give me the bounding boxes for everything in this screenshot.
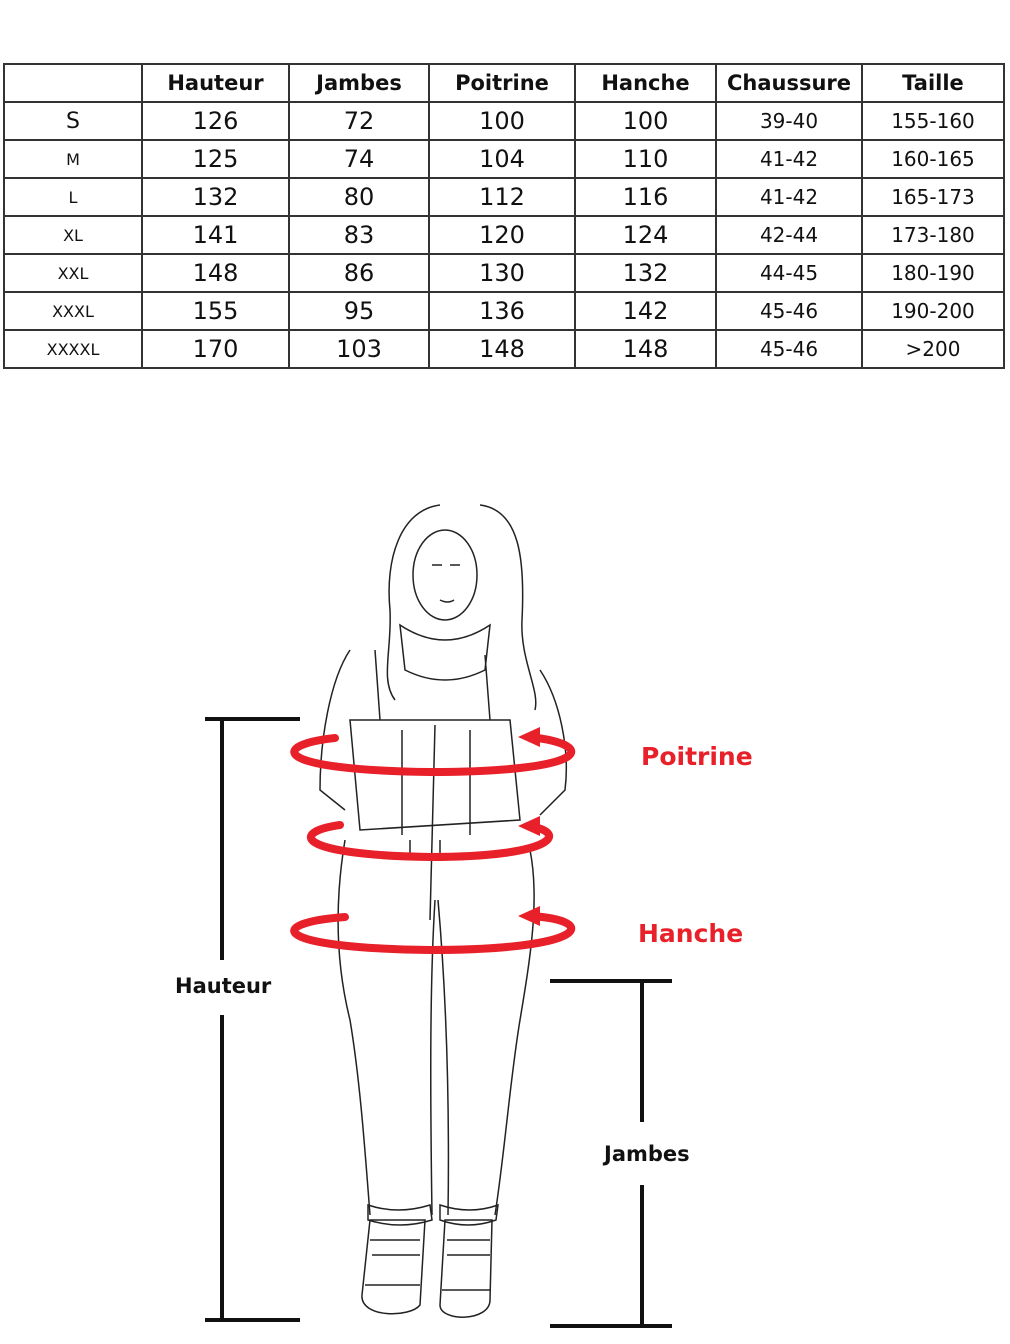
table-row: XXL 148 86 130 132 44-45 180-190 [3, 253, 1005, 293]
cell-taille: >200 [861, 329, 1005, 369]
figure-illustration [319, 504, 568, 1318]
cell-hanche: 148 [574, 329, 717, 369]
header-hanche: Hanche [574, 63, 717, 103]
table-row: XXXL 155 95 136 142 45-46 190-200 [3, 291, 1005, 331]
table-row: XXXXL 170 103 148 148 45-46 >200 [3, 329, 1005, 369]
cell-taille: 173-180 [861, 215, 1005, 255]
cell-poitrine: 148 [428, 329, 576, 369]
cell-poitrine: 120 [428, 215, 576, 255]
cell-taille: 190-200 [861, 291, 1005, 331]
cell-hanche: 124 [574, 215, 717, 255]
cell-jambes: 74 [288, 139, 430, 179]
cell-poitrine: 112 [428, 177, 576, 217]
cell-hanche: 116 [574, 177, 717, 217]
cell-chaussure: 39-40 [715, 101, 863, 141]
cell-hauteur: 126 [141, 101, 290, 141]
cell-hanche: 142 [574, 291, 717, 331]
cell-hauteur: 170 [141, 329, 290, 369]
measurement-rings [290, 727, 576, 955]
header-taille: Taille [861, 63, 1005, 103]
table-row: M 125 74 104 110 41-42 160-165 [3, 139, 1005, 179]
cell-size: XXXL [3, 291, 143, 331]
header-chaussure: Chaussure [715, 63, 863, 103]
table-row: S 126 72 100 100 39-40 155-160 [3, 101, 1005, 141]
cell-chaussure: 41-42 [715, 177, 863, 217]
header-jambes: Jambes [288, 63, 430, 103]
poitrine-ring [290, 733, 576, 777]
cell-jambes: 86 [288, 253, 430, 293]
cell-jambes: 72 [288, 101, 430, 141]
hanche-ring [290, 912, 576, 955]
cell-taille: 165-173 [861, 177, 1005, 217]
cell-taille: 160-165 [861, 139, 1005, 179]
cell-size: L [3, 177, 143, 217]
measurement-brackets [205, 717, 672, 1328]
label-hauteur: Hauteur [175, 974, 272, 998]
cell-size: S [3, 101, 143, 141]
label-hanche: Hanche [638, 919, 744, 948]
cell-chaussure: 42-44 [715, 215, 863, 255]
header-hauteur: Hauteur [141, 63, 290, 103]
table-row: XL 141 83 120 124 42-44 173-180 [3, 215, 1005, 255]
measurement-diagram: Poitrine Hanche Hauteur Jambes [0, 400, 1010, 1344]
cell-chaussure: 41-42 [715, 139, 863, 179]
cell-poitrine: 130 [428, 253, 576, 293]
header-size [3, 63, 143, 103]
cell-jambes: 83 [288, 215, 430, 255]
cell-hanche: 132 [574, 253, 717, 293]
table-row: L 132 80 112 116 41-42 165-173 [3, 177, 1005, 217]
cell-size: XL [3, 215, 143, 255]
cell-jambes: 103 [288, 329, 430, 369]
cell-hanche: 100 [574, 101, 717, 141]
waist-ring [307, 821, 554, 862]
table-header-row: Hauteur Jambes Poitrine Hanche Chaussure… [3, 63, 1005, 103]
label-jambes: Jambes [604, 1142, 690, 1166]
header-poitrine: Poitrine [428, 63, 576, 103]
cell-size: XXXXL [3, 329, 143, 369]
size-chart-table: Hauteur Jambes Poitrine Hanche Chaussure… [3, 63, 1005, 369]
cell-hauteur: 155 [141, 291, 290, 331]
cell-chaussure: 45-46 [715, 329, 863, 369]
cell-poitrine: 104 [428, 139, 576, 179]
cell-taille: 155-160 [861, 101, 1005, 141]
cell-hauteur: 125 [141, 139, 290, 179]
cell-poitrine: 136 [428, 291, 576, 331]
cell-jambes: 80 [288, 177, 430, 217]
cell-jambes: 95 [288, 291, 430, 331]
cell-size: XXL [3, 253, 143, 293]
cell-hauteur: 141 [141, 215, 290, 255]
cell-hauteur: 132 [141, 177, 290, 217]
label-poitrine: Poitrine [641, 742, 753, 771]
cell-hauteur: 148 [141, 253, 290, 293]
cell-chaussure: 45-46 [715, 291, 863, 331]
cell-hanche: 110 [574, 139, 717, 179]
cell-poitrine: 100 [428, 101, 576, 141]
cell-taille: 180-190 [861, 253, 1005, 293]
cell-chaussure: 44-45 [715, 253, 863, 293]
cell-size: M [3, 139, 143, 179]
